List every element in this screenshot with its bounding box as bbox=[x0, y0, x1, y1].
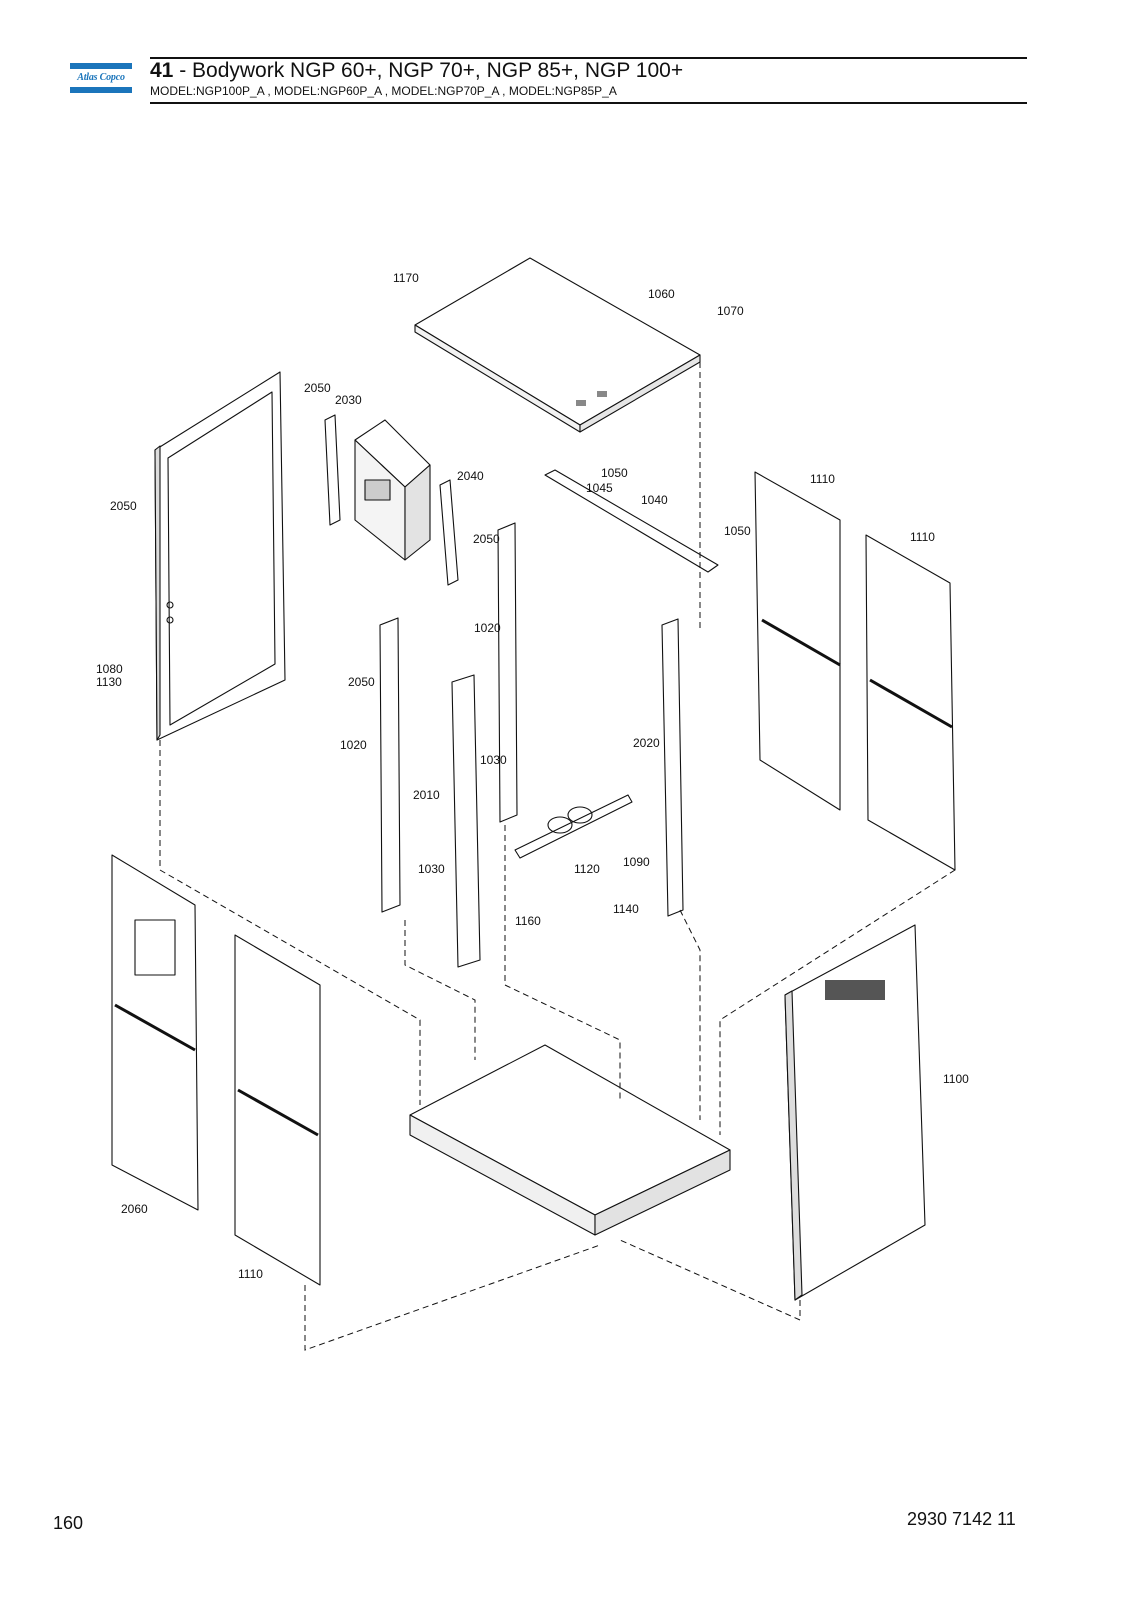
section-number: 41 bbox=[150, 59, 174, 82]
post-2010 bbox=[451, 674, 481, 968]
header-bottom-rule bbox=[150, 102, 1027, 104]
callout-2040: 2040 bbox=[457, 469, 484, 483]
side-panel-1100 bbox=[784, 924, 926, 1301]
header-top-rule bbox=[150, 57, 1027, 59]
callout-1160: 1160 bbox=[515, 914, 541, 928]
lift-bracket bbox=[514, 794, 633, 859]
callout-labels: 1170 1060 1070 2050 2030 2050 2040 2050 … bbox=[96, 271, 969, 1281]
callout-1050-top: 1050 bbox=[601, 466, 628, 480]
callout-1060: 1060 bbox=[648, 287, 675, 301]
post-1020-right bbox=[497, 522, 518, 823]
callout-1100: 1100 bbox=[943, 1072, 969, 1086]
callout-1020-right: 1020 bbox=[474, 621, 501, 635]
callout-2050-left: 2050 bbox=[110, 499, 137, 513]
callout-2050-top: 2050 bbox=[304, 381, 331, 395]
logo-bar-bottom bbox=[70, 87, 132, 93]
control-box bbox=[354, 419, 431, 561]
callout-1120: 1120 bbox=[574, 862, 600, 876]
assembly-lines bbox=[159, 362, 956, 1351]
document-number: 2930 7142 11 bbox=[907, 1509, 1016, 1529]
callout-2050-post: 2050 bbox=[348, 675, 375, 689]
left-door-frame bbox=[154, 371, 286, 741]
logo-wordmark: Atlas Copco bbox=[77, 72, 125, 83]
callout-2050-bracket: 2050 bbox=[473, 532, 500, 546]
callout-2010: 2010 bbox=[413, 788, 440, 802]
section-title: - Bodywork NGP 60+, NGP 70+, NGP 85+, NG… bbox=[173, 59, 684, 82]
atlas-copco-logo: Atlas Copco bbox=[70, 63, 132, 93]
callout-1110-right: 1110 bbox=[910, 530, 935, 544]
roof-panel bbox=[414, 257, 701, 433]
callout-1090: 1090 bbox=[623, 855, 650, 869]
door-panel-2060 bbox=[111, 854, 199, 1211]
front-panel-1110 bbox=[234, 934, 321, 1286]
callout-1050-right: 1050 bbox=[724, 524, 751, 538]
post-2020 bbox=[661, 618, 684, 917]
callout-2030: 2030 bbox=[335, 393, 362, 407]
callout-1030-upper: 1030 bbox=[480, 753, 507, 767]
callout-1080: 1080 bbox=[96, 662, 123, 676]
callout-1130: 1130 bbox=[96, 675, 122, 689]
callout-1140: 1140 bbox=[613, 902, 639, 916]
callout-1110-front: 1110 bbox=[238, 1267, 263, 1281]
cross-member bbox=[544, 469, 719, 573]
page-title: 41 - Bodywork NGP 60+, NGP 70+, NGP 85+,… bbox=[150, 59, 683, 83]
post-1020-left bbox=[379, 617, 401, 913]
callout-1170: 1170 bbox=[393, 271, 419, 285]
callout-1110-upper: 1110 bbox=[810, 472, 835, 486]
base-frame bbox=[409, 1044, 731, 1236]
logo-bar-top bbox=[70, 63, 132, 69]
callout-1045: 1045 bbox=[586, 481, 613, 495]
callout-1020-left: 1020 bbox=[340, 738, 367, 752]
page-number: 160 bbox=[53, 1513, 84, 1533]
callout-1040: 1040 bbox=[641, 493, 668, 507]
model-list: MODEL:NGP100P_A , MODEL:NGP60P_A , MODEL… bbox=[150, 84, 617, 98]
callout-1070: 1070 bbox=[717, 304, 744, 318]
callout-2060: 2060 bbox=[121, 1202, 148, 1216]
callout-2020: 2020 bbox=[633, 736, 660, 750]
bracket-2030 bbox=[324, 414, 341, 526]
callout-1030-lower: 1030 bbox=[418, 862, 445, 876]
bracket-2040 bbox=[439, 479, 459, 586]
